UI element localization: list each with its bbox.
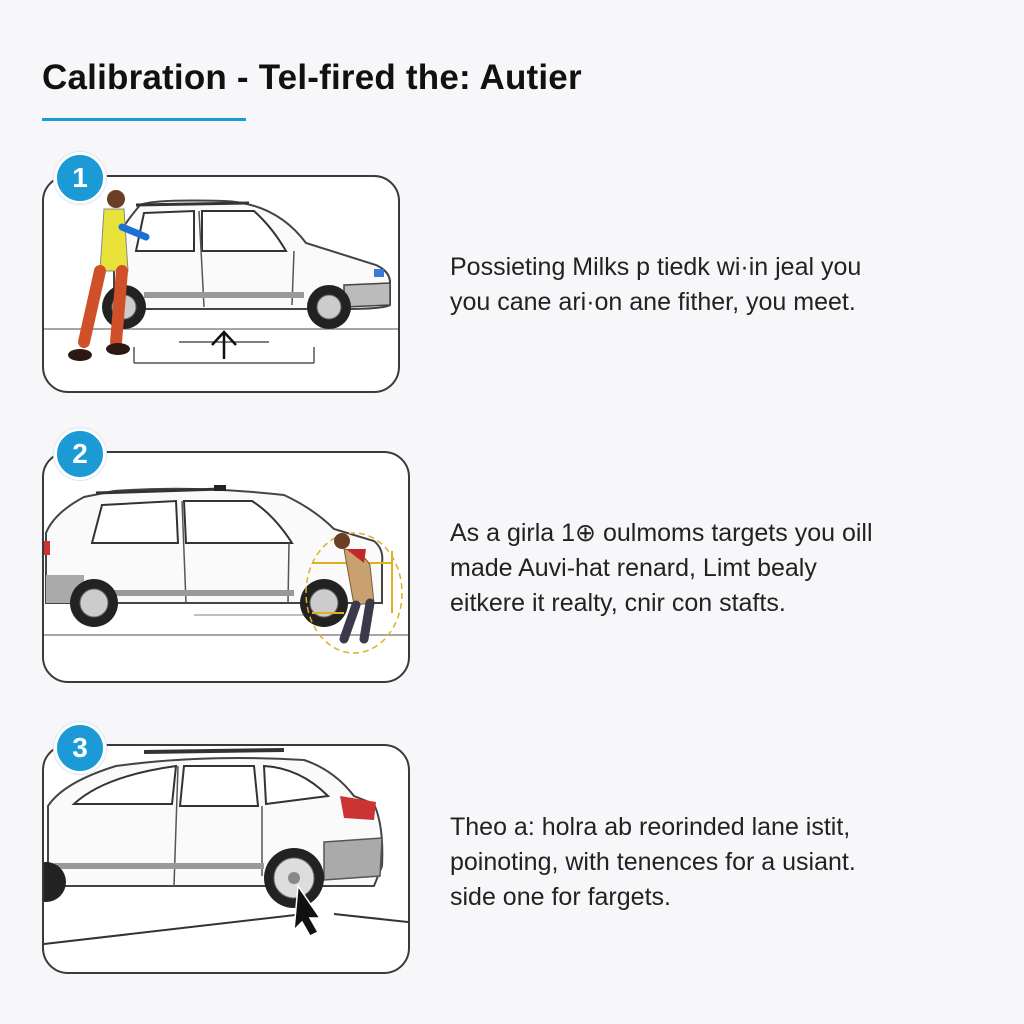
step-description: Possieting Milks p tiedk wi·in jeal you …: [450, 250, 970, 320]
title-underline: [42, 118, 246, 121]
step-illustration-panel: [42, 175, 400, 393]
step-3: 3 Theo a: holra ab reorinded l: [0, 0, 1024, 974]
step-description-line: made Auvi-hat renard, Limt bealy: [450, 554, 817, 582]
step-2: 2: [0, 0, 1024, 683]
step-description-line: poinoting, with tenences for a usiant.: [450, 848, 856, 876]
car-target-alignment-illustration: [44, 485, 408, 654]
step-illustration-panel: [42, 451, 410, 683]
step-description: Theo a: holra ab reorinded lane istit, p…: [450, 810, 970, 915]
step-description-line: eitkere it realty, cnir con stafts.: [450, 589, 786, 617]
step-number-badge: 2: [54, 428, 106, 480]
step-number-badge: 3: [54, 722, 106, 774]
suv-wheel-cursor-illustration: [44, 748, 408, 945]
step-description-line: you cane ari·on ane fither, you meet.: [450, 288, 856, 316]
step-description-line: As a girla 1⊕ oulmoms targets you oill: [450, 519, 873, 547]
page-title: Calibration - Tel-fired the: Autier: [42, 58, 582, 97]
step-1: 1: [0, 0, 1024, 393]
step-number-badge: 1: [54, 152, 106, 204]
step-description: As a girla 1⊕ oulmoms targets you oill m…: [450, 516, 970, 621]
step-description-line: Theo a: holra ab reorinded lane istit,: [450, 813, 851, 841]
step-description-line: Possieting Milks p tiedk wi·in jeal you: [450, 253, 862, 281]
car-technician-illustration: [44, 190, 398, 364]
step-description-line: side one for fargets.: [450, 883, 671, 911]
step-illustration-panel: [42, 744, 410, 974]
